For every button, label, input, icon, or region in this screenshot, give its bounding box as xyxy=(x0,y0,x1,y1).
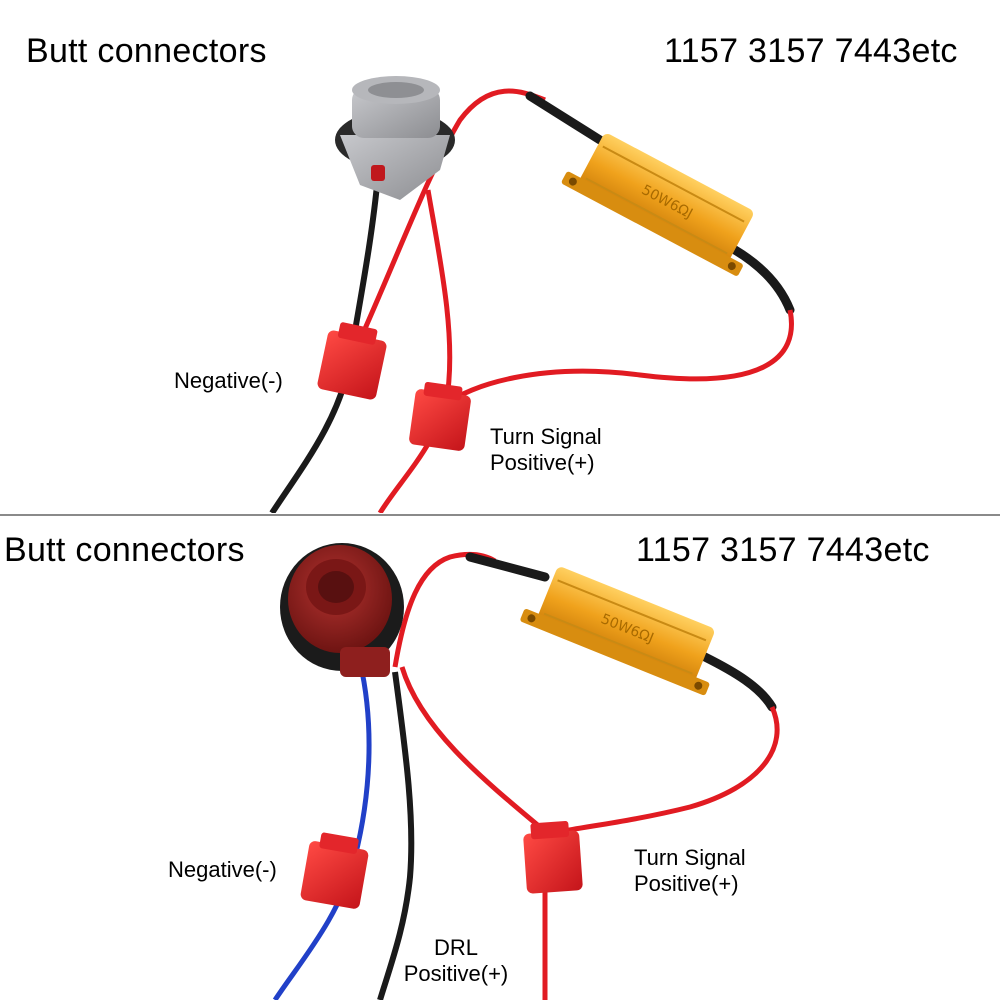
black-wire-drl xyxy=(377,671,415,1000)
red-wire-return xyxy=(559,705,780,835)
label-turn-signal-line2: Positive(+) xyxy=(634,871,739,896)
red-wire-return xyxy=(443,309,794,407)
black-sleeve-top xyxy=(465,552,550,582)
red-wire-socket-to-connector xyxy=(377,189,453,513)
title-bulb-models: 1157 3157 7443etc xyxy=(636,531,930,569)
gold-load-resistor: 50W6ΩJ xyxy=(561,133,753,276)
black-sleeve-top xyxy=(525,91,605,145)
red-wire-socket xyxy=(399,666,542,829)
black-sleeve-right xyxy=(730,245,795,315)
title-butt-connectors: Butt connectors xyxy=(4,531,245,569)
top-product-photo: 50W6ΩJ Butt connectors 1157 3157 7443etc… xyxy=(26,32,958,513)
label-turn-signal-line1: Turn Signal xyxy=(634,845,746,870)
blue-wire xyxy=(272,661,372,1000)
title-butt-connectors: Butt connectors xyxy=(26,32,267,70)
dark-red-bulb-socket xyxy=(280,543,404,677)
label-drl: DRL Positive(+) xyxy=(400,935,512,987)
gray-bulb-socket xyxy=(335,76,455,200)
butt-connector-turn-signal xyxy=(523,821,583,894)
butt-connector-negative xyxy=(317,322,387,400)
label-negative: Negative(-) xyxy=(168,857,277,882)
panel-divider xyxy=(0,514,1000,516)
label-turn-signal: Turn Signal Positive(+) xyxy=(490,424,602,476)
black-sleeve-right xyxy=(700,652,777,712)
gold-load-resistor: 50W6ΩJ xyxy=(520,567,714,696)
label-turn-signal: Turn Signal Positive(+) xyxy=(634,845,746,897)
label-drl-line2: Positive(+) xyxy=(403,961,509,986)
label-turn-signal-line2: Positive(+) xyxy=(490,450,595,475)
label-turn-signal-line1: Turn Signal xyxy=(490,424,602,449)
bottom-wiring-illustration: 50W6ΩJ xyxy=(272,543,780,1000)
label-drl-line1: DRL xyxy=(433,935,478,960)
butt-connector-turn-signal xyxy=(409,381,471,451)
butt-connector-negative xyxy=(300,832,369,909)
label-negative: Negative(-) xyxy=(174,368,283,393)
title-bulb-models: 1157 3157 7443etc xyxy=(664,32,958,70)
red-wire-resistor-loop xyxy=(392,551,497,668)
bottom-product-photo: 50W6ΩJ Butt connectors 1157 3157 7443etc… xyxy=(0,517,1000,1000)
top-wiring-illustration: 50W6ΩJ xyxy=(269,76,795,513)
